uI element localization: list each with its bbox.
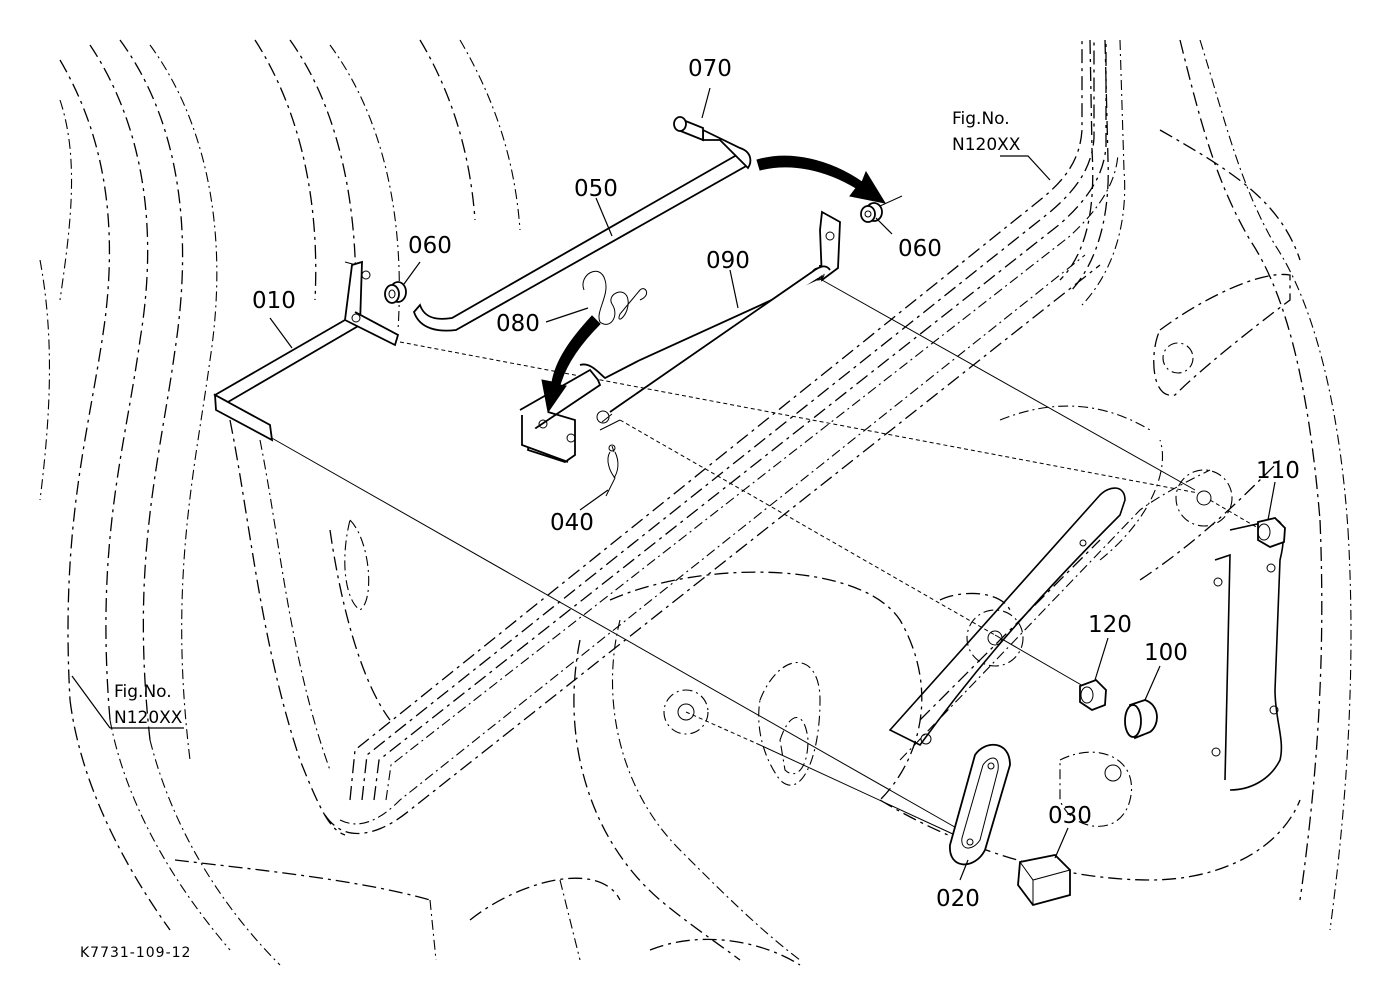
mounting-plate: [888, 487, 1285, 791]
label-090: 090: [706, 248, 750, 274]
grip-070: [673, 116, 752, 170]
label-080: 080: [496, 311, 540, 337]
figref-top-line2: N120XX: [952, 135, 1021, 155]
label-010: 010: [252, 288, 296, 314]
part-labels: 070 050 060 010 080 090 060 040 110 120 …: [252, 56, 1300, 912]
cap-100: [1124, 699, 1158, 740]
label-060-right: 060: [898, 236, 942, 262]
label-110: 110: [1256, 458, 1300, 484]
nut-120: [1079, 678, 1107, 712]
knob-030: [1017, 854, 1071, 907]
label-030: 030: [1048, 803, 1092, 829]
label-070: 070: [688, 56, 732, 82]
label-120: 120: [1088, 612, 1132, 638]
figure-reference-top-right: Fig.No. N120XX: [952, 109, 1021, 155]
drawing-number: K7731-109-12: [80, 945, 191, 961]
grommet-020: [949, 743, 1011, 866]
label-060-left: 060: [408, 233, 452, 259]
rod-090: [601, 265, 831, 423]
bracket-rod-010: [213, 210, 841, 463]
figref-bottom-line1: Fig.No.: [114, 682, 172, 702]
figure-reference-bottom-left: Fig.No. N120XX: [114, 682, 183, 728]
label-050: 050: [574, 176, 618, 202]
leader-lines: [71, 87, 1276, 881]
spring-080: [582, 270, 648, 325]
bushing-060-left: [384, 281, 407, 304]
label-020: 020: [936, 886, 980, 912]
assembly-arrows: [541, 155, 887, 414]
pin-040: [605, 444, 619, 497]
label-100: 100: [1144, 640, 1188, 666]
figref-top-line1: Fig.No.: [952, 109, 1010, 129]
nut-110: [1257, 517, 1286, 548]
background-cab-outline: [39, 39, 1352, 966]
alignment-lines: [269, 195, 1259, 836]
figref-bottom-line2: N120XX: [114, 708, 183, 728]
label-040: 040: [550, 510, 594, 536]
bushing-060-right: [860, 202, 883, 223]
